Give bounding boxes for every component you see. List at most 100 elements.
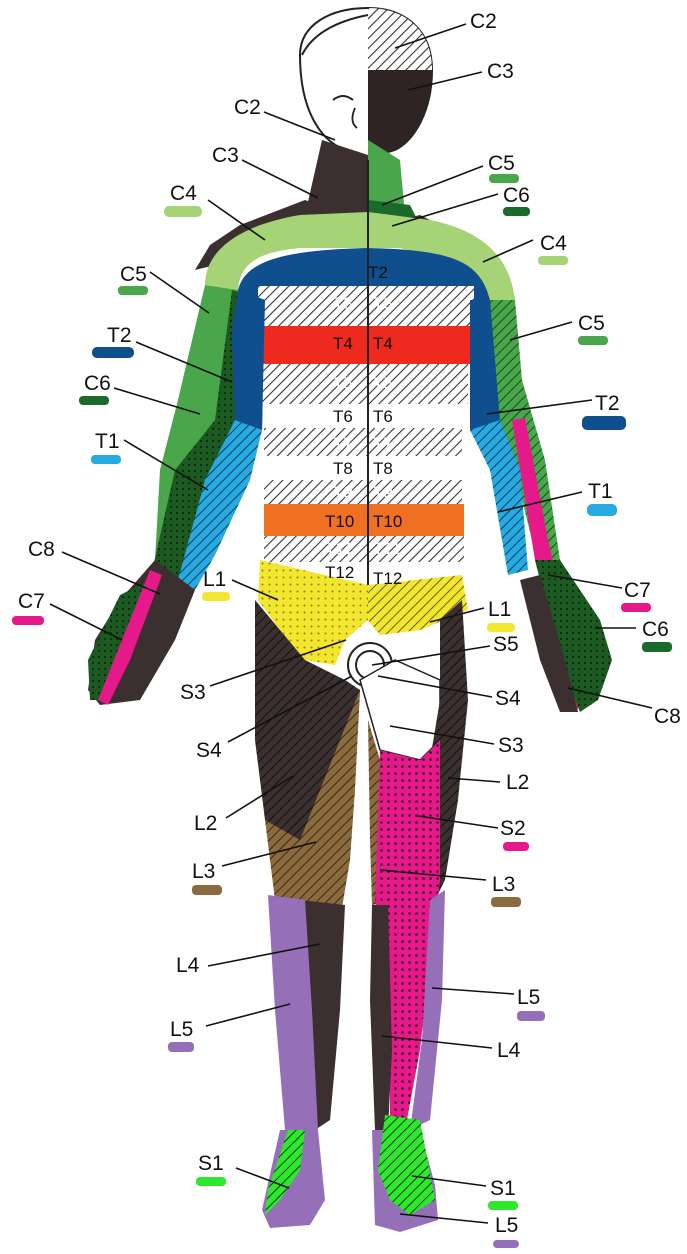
swatch-l5-left bbox=[168, 1042, 194, 1052]
label-s5-right: S5 bbox=[493, 633, 519, 656]
swatch-s2-right bbox=[503, 842, 529, 851]
leader-l5-right bbox=[432, 988, 514, 994]
label-s3-right: S3 bbox=[498, 734, 524, 757]
label-t11-r: T11 bbox=[373, 539, 401, 558]
swatch-c5-right-arm bbox=[578, 336, 608, 345]
label-t2-left: T2 bbox=[107, 324, 132, 347]
label-t10-l: T10 bbox=[325, 512, 354, 531]
swatch-l3-right bbox=[491, 897, 521, 907]
swatch-t2-left bbox=[92, 347, 134, 358]
swatch-l5-right bbox=[517, 1011, 545, 1021]
swatch-l1-right bbox=[487, 623, 515, 632]
label-t9-l: T9 bbox=[333, 483, 353, 502]
band-t9 bbox=[264, 480, 462, 504]
label-c6-right-hand: C6 bbox=[642, 618, 669, 641]
swatch-s1-left bbox=[196, 1177, 226, 1186]
label-t8-r: T8 bbox=[373, 459, 393, 478]
label-t3-r: T3 bbox=[373, 294, 393, 313]
swatch-c5-left bbox=[118, 286, 148, 295]
label-c2-right: C2 bbox=[470, 10, 497, 33]
swatch-l3-left bbox=[192, 885, 222, 895]
label-t8-l: T8 bbox=[333, 459, 353, 478]
label-c5-left: C5 bbox=[120, 263, 147, 286]
band-t10 bbox=[264, 504, 464, 540]
swatch-c6-right bbox=[503, 207, 530, 216]
swatch-c7-right bbox=[621, 603, 651, 612]
swatch-c6-right-hand bbox=[642, 642, 672, 652]
label-s4-right: S4 bbox=[495, 687, 521, 710]
label-c6-left: C6 bbox=[84, 372, 111, 395]
label-c8-right: C8 bbox=[654, 705, 681, 728]
label-s1-left: S1 bbox=[198, 1152, 224, 1175]
swatch-t1-left bbox=[91, 455, 121, 464]
label-s4-left: S4 bbox=[196, 739, 222, 762]
band-t11 bbox=[264, 536, 464, 564]
swatch-l5-right-foot bbox=[493, 1240, 519, 1248]
label-l1-right: L1 bbox=[488, 598, 511, 621]
label-t11-l: T11 bbox=[325, 539, 353, 558]
label-t5-l: T5 bbox=[333, 374, 353, 393]
head-c3-region bbox=[368, 70, 432, 158]
band-t8 bbox=[264, 456, 462, 480]
label-l5-right: L5 bbox=[517, 986, 540, 1009]
label-c7-right: C7 bbox=[624, 579, 651, 602]
label-l1-left: L1 bbox=[203, 568, 226, 591]
band-t3 bbox=[258, 286, 474, 326]
band-t7 bbox=[264, 428, 462, 458]
label-l2-right: L2 bbox=[506, 771, 529, 794]
label-l3-right: L3 bbox=[492, 873, 515, 896]
label-c2-left: C2 bbox=[234, 96, 261, 119]
label-c4-left: C4 bbox=[170, 182, 197, 205]
band-t5 bbox=[262, 364, 468, 404]
label-t9-r: T9 bbox=[373, 483, 393, 502]
swatch-c6-left bbox=[79, 396, 109, 405]
label-t6-l: T6 bbox=[333, 407, 353, 426]
label-t2-right: T2 bbox=[595, 392, 620, 415]
label-c5-right-neck: C5 bbox=[488, 152, 515, 175]
label-l4-left: L4 bbox=[176, 954, 200, 977]
label-l3-left: L3 bbox=[192, 860, 215, 883]
leader-c5-left bbox=[150, 272, 209, 313]
label-s3-left: S3 bbox=[180, 681, 206, 704]
label-c7-left: C7 bbox=[18, 590, 45, 613]
leader-c3-left bbox=[242, 160, 318, 198]
label-c4-right: C4 bbox=[540, 232, 567, 255]
label-t4-r: T4 bbox=[373, 334, 393, 353]
label-l5-left: L5 bbox=[170, 1018, 193, 1041]
swatch-c5-right bbox=[489, 174, 519, 183]
label-s1-right: S1 bbox=[490, 1177, 516, 1200]
body-silhouette bbox=[88, 8, 612, 1232]
band-t4 bbox=[258, 326, 470, 364]
swatch-t2-right bbox=[582, 416, 626, 430]
label-l2-left: L2 bbox=[194, 812, 217, 835]
label-l4-right: L4 bbox=[497, 1039, 521, 1062]
label-c3-right: C3 bbox=[487, 60, 514, 83]
swatch-c4-right bbox=[538, 256, 568, 265]
swatch-s1-right bbox=[488, 1201, 518, 1210]
label-t6-r: T6 bbox=[373, 407, 393, 426]
left-arm-t2 bbox=[232, 290, 265, 430]
label-t7-l: T7 bbox=[333, 434, 353, 453]
swatch-c4-left bbox=[164, 206, 202, 217]
label-c3-left: C3 bbox=[212, 144, 239, 167]
label-t4-l: T4 bbox=[333, 334, 353, 353]
label-t1-left: T1 bbox=[95, 430, 120, 453]
label-t3-l: T3 bbox=[333, 294, 353, 313]
label-t7-r: T7 bbox=[373, 434, 393, 453]
label-c6-right-neck: C6 bbox=[503, 184, 530, 207]
label-t12-l: T12 bbox=[325, 563, 354, 582]
label-s2-right: S2 bbox=[500, 817, 526, 840]
label-l5-right-foot: L5 bbox=[495, 1214, 518, 1237]
label-c5-right-arm: C5 bbox=[578, 312, 605, 335]
label-t1-right: T1 bbox=[588, 480, 613, 503]
label-t5-r: T5 bbox=[373, 374, 393, 393]
label-t10-r: T10 bbox=[373, 512, 402, 531]
right-shin-l4 bbox=[370, 905, 392, 1130]
swatch-c7-left bbox=[12, 616, 44, 625]
label-t12-r: T12 bbox=[373, 569, 402, 588]
leader-c5-right-arm bbox=[510, 322, 572, 340]
label-c8-left: C8 bbox=[28, 538, 55, 561]
label-t2-body: T2 bbox=[368, 263, 388, 282]
